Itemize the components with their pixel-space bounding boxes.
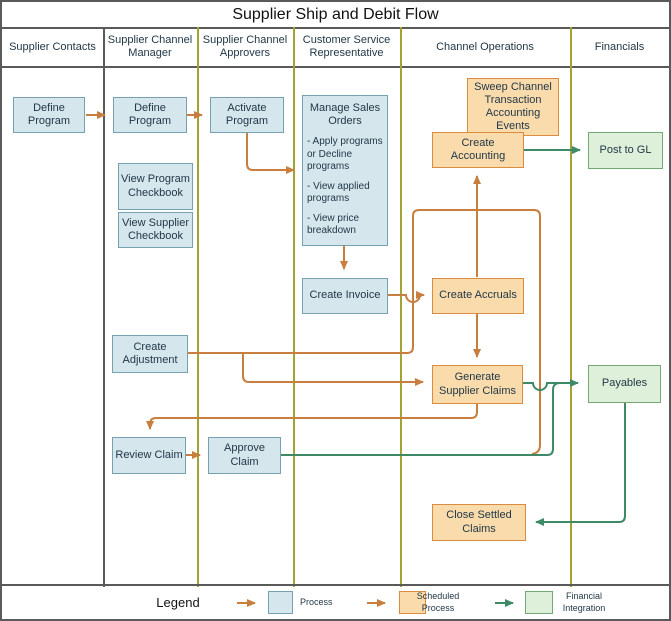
edge-create-adjustment-generate-claims bbox=[242, 353, 424, 386]
lane-header-channel-operations: Channel Operations bbox=[436, 40, 534, 53]
node-generate-supplier-claims: Generate Supplier Claims bbox=[432, 365, 523, 404]
node-define-program-manager: Define Program bbox=[113, 97, 187, 133]
legend: Legend Process Scheduled Process Financi… bbox=[2, 584, 669, 619]
title-divider bbox=[2, 27, 669, 29]
lane-divider-1 bbox=[103, 27, 105, 587]
lane-divider-4 bbox=[400, 27, 402, 587]
node-create-invoice: Create Invoice bbox=[302, 278, 388, 314]
node-define-program-contacts: Define Program bbox=[13, 97, 85, 133]
header-divider bbox=[2, 66, 669, 68]
lane-divider-5 bbox=[570, 27, 572, 587]
lane-header-supplier-contacts: Supplier Contacts bbox=[9, 40, 96, 53]
node-view-program-checkbook: View Program Checkbook bbox=[118, 163, 193, 210]
node-post-to-gl: Post to GL bbox=[588, 132, 663, 169]
legend-scheduled-swatch bbox=[399, 591, 426, 614]
manage-sales-orders-detail: - View price breakdown bbox=[307, 212, 360, 237]
node-create-adjustment: Create Adjustment bbox=[112, 335, 188, 373]
lane-header-customer-service-representative: Customer Service Representative bbox=[302, 34, 391, 59]
node-approve-claim: Approve Claim bbox=[208, 437, 281, 474]
edge-activate-manage-sales bbox=[246, 133, 295, 174]
node-manage-sales-orders: Manage Sales Orders - Apply programs or … bbox=[302, 95, 388, 246]
legend-process-label: Process bbox=[300, 596, 333, 607]
node-create-accounting: Create Accounting bbox=[432, 132, 524, 168]
node-payables: Payables bbox=[588, 365, 661, 403]
lane-divider-2 bbox=[197, 27, 199, 587]
node-close-settled-claims: Close Settled Claims bbox=[432, 504, 526, 541]
manage-sales-orders-detail: - View applied programs bbox=[307, 180, 370, 205]
lane-header-supplier-channel-manager: Supplier Channel Manager bbox=[107, 34, 193, 59]
node-review-claim: Review Claim bbox=[112, 437, 186, 474]
edge-create-invoice-create-accruals bbox=[388, 291, 425, 303]
manage-sales-orders-title: Manage Sales Orders bbox=[309, 102, 381, 128]
diagram-title: Supplier Ship and Debit Flow bbox=[232, 5, 439, 23]
node-view-supplier-checkbook: View Supplier Checkbook bbox=[118, 212, 193, 248]
legend-financial-swatch bbox=[525, 591, 553, 614]
legend-title: Legend bbox=[156, 595, 200, 610]
legend-financial-label: Financial Integration bbox=[562, 590, 606, 613]
node-sweep-channel-transaction-accounting-events: Sweep Channel Transaction Accounting Eve… bbox=[467, 78, 559, 136]
edge-payables-close-settled-claims bbox=[535, 403, 626, 526]
edge-approve-claim-junction bbox=[476, 209, 541, 455]
lane-divider-3 bbox=[293, 27, 295, 587]
lane-header-financials: Financials bbox=[594, 40, 645, 53]
node-activate-program: Activate Program bbox=[210, 97, 284, 133]
manage-sales-orders-detail: - Apply programs or Decline programs bbox=[307, 136, 383, 173]
lane-header-supplier-channel-approvers: Supplier Channel Approvers bbox=[202, 34, 288, 59]
edge-generate-claims-review-claim bbox=[146, 404, 478, 430]
node-create-accruals: Create Accruals bbox=[432, 278, 524, 314]
legend-process-swatch bbox=[268, 591, 293, 614]
legend-scheduled-label: Scheduled Process bbox=[416, 590, 460, 613]
